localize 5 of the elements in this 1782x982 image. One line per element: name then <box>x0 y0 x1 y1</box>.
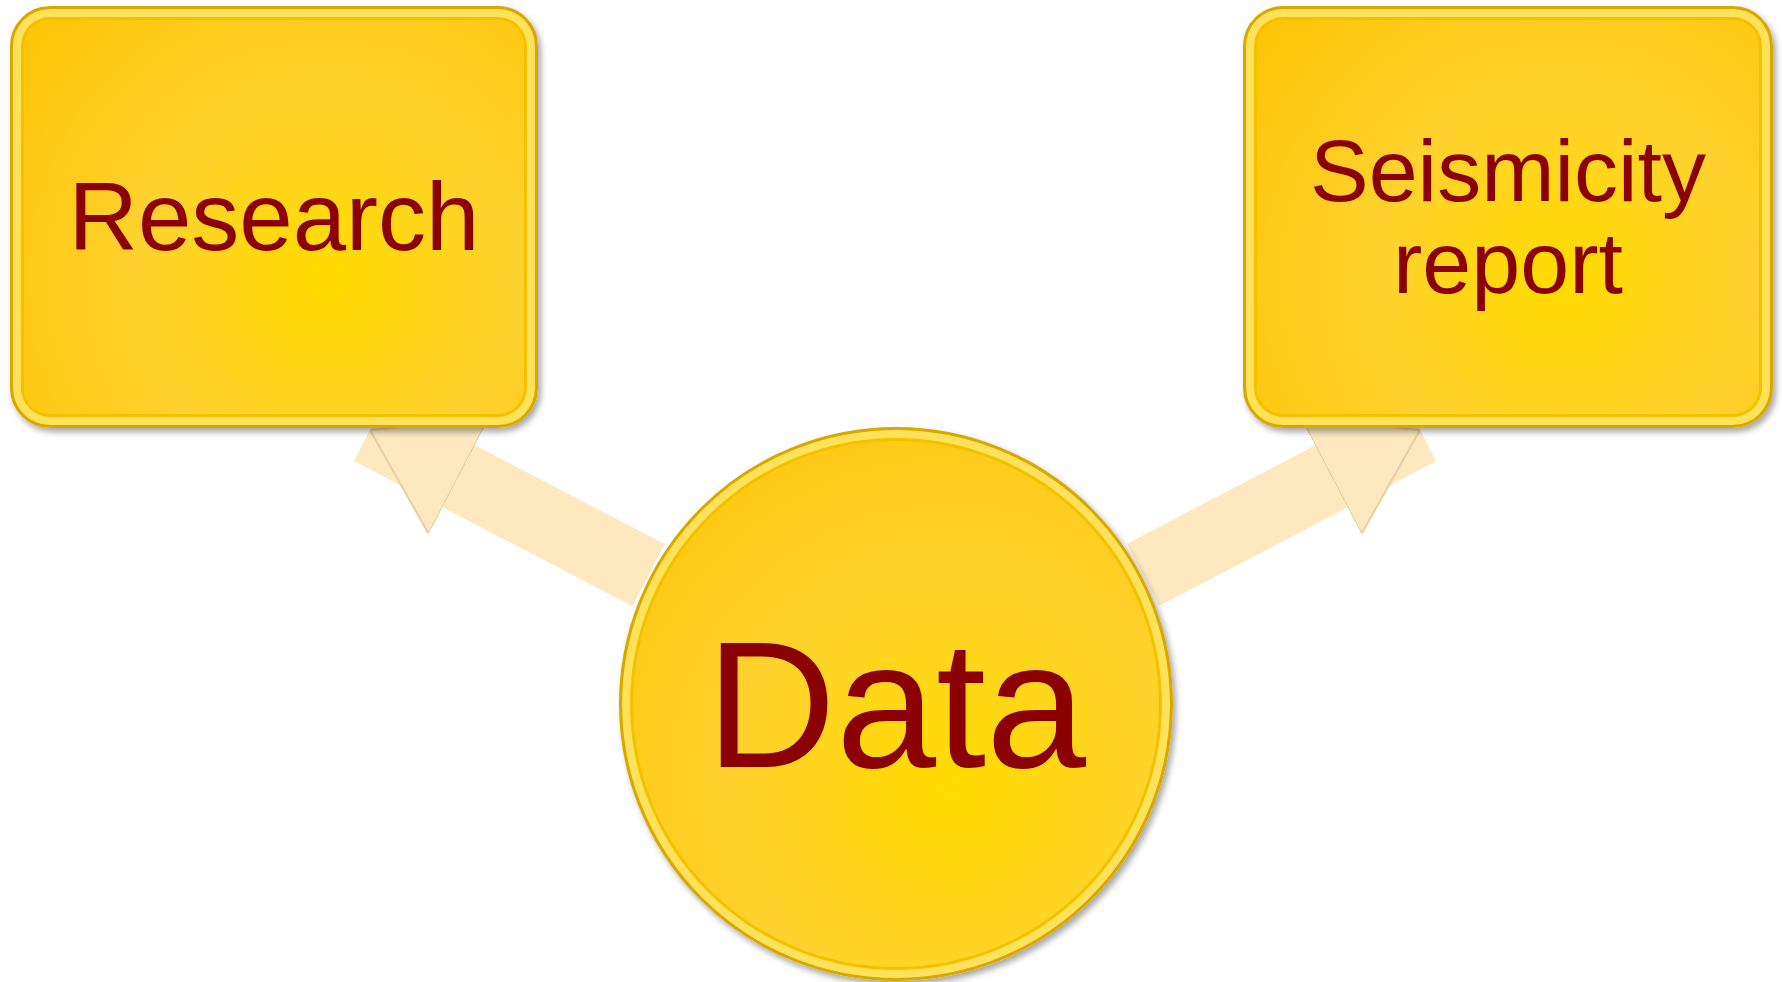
rounded-box <box>1243 6 1773 428</box>
node-label: Research <box>68 166 480 268</box>
node-label: Seismicity report <box>1308 124 1707 310</box>
node-label: Data <box>705 609 1087 799</box>
rounded-box <box>10 6 538 428</box>
